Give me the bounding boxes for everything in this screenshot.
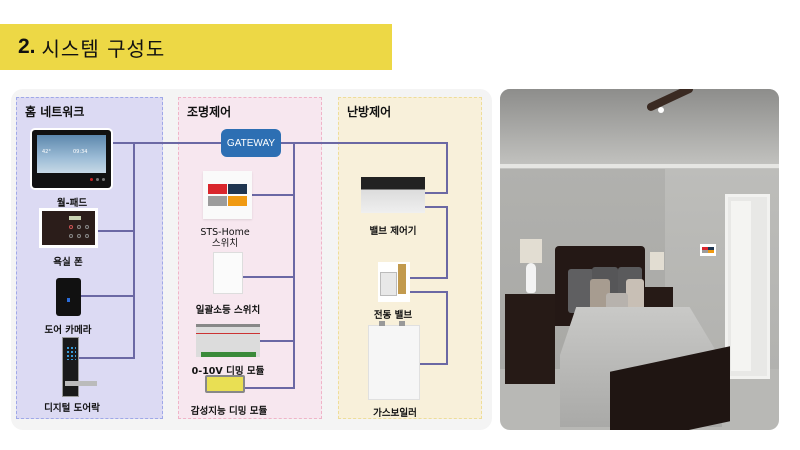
label-sts-home-line1: STS-Home (200, 227, 250, 238)
bathroom-phone-icon (42, 211, 95, 245)
label-door-camera: 도어 카메라 (44, 325, 92, 336)
label-valve-controller: 밸브 제어기 (369, 226, 417, 237)
motorized-valve-icon (378, 262, 410, 302)
label-batch-off-switch: 일괄소등 스위치 (195, 305, 261, 316)
batch-off-switch-icon (213, 252, 243, 294)
dimming-module-icon (196, 324, 260, 357)
label-sts-home-line2: 스위치 (211, 238, 239, 249)
title-number: 2. (18, 35, 36, 58)
section-label-lighting: 조명제어 (187, 105, 232, 119)
page-title: 시스템 구성도 (41, 36, 166, 61)
wallpad-temp: 42° (42, 149, 51, 155)
label-bathroom-phone: 욕실 폰 (53, 257, 83, 268)
label-gas-boiler: 가스보일러 (373, 408, 417, 419)
wallpad-time: 09:34 (73, 149, 88, 155)
label-wall-pad: 월-패드 (56, 198, 88, 209)
label-digital-door-lock: 디지털 도어락 (44, 403, 100, 414)
section-label-home-network: 홈 네트워크 (25, 105, 85, 119)
valve-controller-icon (361, 177, 425, 213)
sts-home-switch-icon (203, 171, 252, 219)
door-camera-icon (56, 278, 81, 316)
section-title-bar: 2. 시스템 구성도 (0, 24, 392, 70)
label-emotional-dimming: 감성지능 디밍 모듈 (190, 406, 268, 417)
label-motorized-valve: 전동 밸브 (373, 310, 413, 321)
bedroom-photo (500, 89, 779, 430)
label-0-10v-dimming: 0-10V 디밍 모듈 (191, 366, 265, 377)
section-label-heating: 난방제어 (347, 105, 392, 119)
wall-pad-icon: 42° 09:34 (32, 130, 111, 188)
emotional-dimming-module-icon (205, 375, 245, 393)
gateway-node: GATEWAY (221, 129, 281, 157)
digital-door-lock-icon (62, 337, 97, 397)
gas-boiler-icon (368, 321, 420, 400)
